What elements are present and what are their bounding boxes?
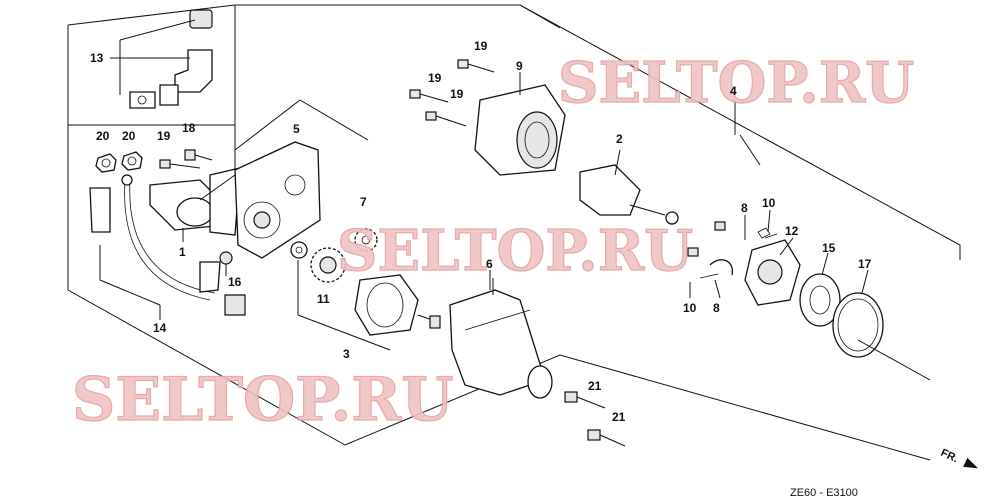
end-cover	[199, 99, 369, 259]
front-housing	[449, 278, 553, 399]
front-direction-marker: FR.	[939, 447, 978, 469]
part-label-11: 11	[317, 292, 330, 306]
armature	[579, 164, 679, 225]
part-label-8a: 8	[741, 201, 748, 215]
part-label-21a: 21	[588, 379, 602, 393]
part-label-20a: 20	[96, 129, 110, 143]
front-label: FR.	[939, 447, 960, 465]
watermark-top: SELTOP.RU	[558, 50, 914, 116]
screw	[219, 251, 233, 276]
part-label-10b: 10	[683, 301, 697, 315]
part-label-5: 5	[293, 122, 300, 136]
diagram-code: ZE60 - E3100	[790, 487, 858, 499]
part-label-19c: 19	[428, 71, 442, 85]
part-label-7: 7	[360, 195, 367, 209]
part-label-12: 12	[785, 224, 799, 238]
part-label-19b: 19	[474, 39, 488, 53]
part-label-13: 13	[90, 51, 104, 65]
front-arrow-icon	[963, 457, 978, 469]
part-label-19a: 19	[157, 129, 171, 143]
through-bolts	[409, 59, 495, 127]
part-label-10a: 10	[762, 196, 776, 210]
part-label-16: 16	[228, 275, 242, 289]
part-label-20b: 20	[122, 129, 136, 143]
assembly-frame	[67, 4, 961, 461]
part-label-4: 4	[730, 84, 737, 98]
gear-group	[290, 228, 391, 351]
yoke	[474, 84, 566, 176]
part-label-21b: 21	[612, 410, 626, 424]
solenoid	[149, 167, 241, 242]
watermark-bottom: SELTOP.RU	[72, 365, 454, 435]
starter-drive	[354, 274, 441, 336]
small-bolts	[159, 149, 213, 169]
nut-group	[95, 151, 143, 173]
brush-assembly	[687, 221, 801, 306]
mounting-bolts	[564, 391, 626, 447]
cable-group	[89, 174, 246, 320]
part-label-8b: 8	[713, 301, 720, 315]
part-number-labels: 13 20 20 19 18 1 16 14 5 7 11 3 6 19 19 …	[90, 39, 872, 424]
part-label-17: 17	[858, 257, 872, 271]
part-label-3: 3	[343, 347, 350, 361]
part-label-19d: 19	[450, 87, 464, 101]
part-label-14: 14	[153, 321, 167, 335]
watermark-middle: SELTOP.RU	[337, 218, 693, 284]
clip-bracket-group	[110, 9, 213, 109]
part-label-2: 2	[616, 132, 623, 146]
seals	[799, 273, 931, 381]
part-label-18: 18	[182, 121, 196, 135]
part-label-1: 1	[179, 245, 186, 259]
part-label-6: 6	[486, 257, 493, 271]
part-label-9: 9	[516, 59, 523, 73]
part-label-15: 15	[822, 241, 836, 255]
leader-lines	[489, 72, 869, 299]
